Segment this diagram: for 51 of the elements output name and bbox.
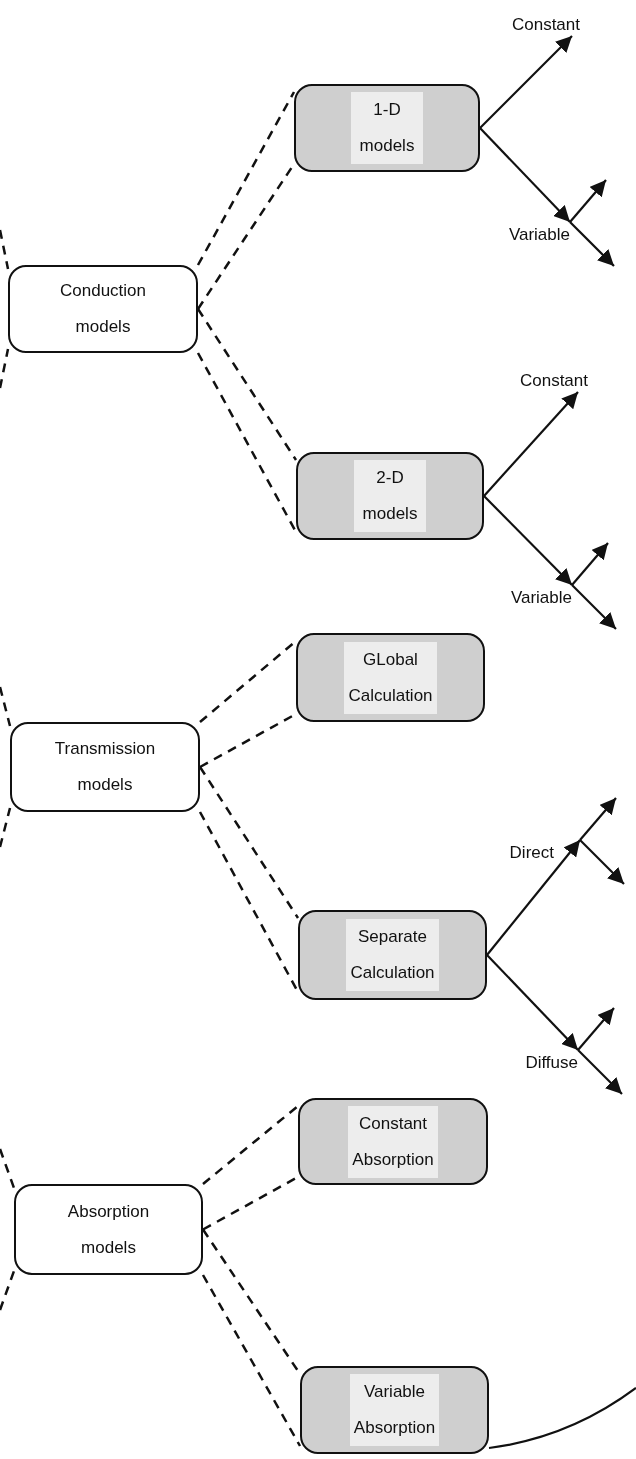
box-text: Absorption models	[67, 1200, 150, 1259]
category-box	[10, 722, 200, 812]
dashed-connector	[196, 91, 296, 266]
category-box	[14, 1184, 203, 1275]
arrow	[486, 839, 581, 956]
arrow	[479, 127, 571, 223]
branch-label: Constant	[511, 15, 580, 33]
arrow	[483, 495, 573, 586]
dashed-connector	[0, 1148, 16, 1189]
arrow	[571, 584, 617, 630]
dashed-connector	[198, 766, 300, 919]
model-box	[298, 1098, 488, 1185]
arrow	[486, 954, 579, 1051]
model-box	[298, 910, 487, 1000]
branch-label: Constant	[519, 371, 588, 389]
dashed-connector	[196, 352, 298, 533]
model-box	[296, 633, 485, 722]
dashed-connector	[0, 807, 12, 848]
box-text: Conduction models	[60, 280, 146, 338]
box-text: Transmission models	[54, 738, 156, 796]
arrow	[579, 797, 617, 841]
arrow	[571, 542, 609, 586]
box-text: 2-D models	[354, 460, 426, 532]
branch-label: Variable	[510, 588, 572, 606]
dashed-connector	[0, 348, 10, 389]
dashed-connector	[0, 1270, 16, 1311]
box-text: Constant Absorption	[348, 1105, 438, 1178]
arrow	[577, 1007, 615, 1051]
curved-line	[488, 1387, 636, 1450]
model-box	[296, 452, 484, 540]
arrow	[579, 839, 625, 885]
arrow	[569, 221, 615, 267]
arrow	[483, 391, 579, 497]
arrow	[479, 35, 573, 129]
branch-label: Variable	[508, 225, 570, 243]
dashed-connector	[196, 308, 298, 461]
dashed-connector	[0, 229, 10, 270]
box-text: GLobal Calculation	[344, 641, 437, 714]
branch-label: Diffuse	[525, 1053, 578, 1071]
model-box	[300, 1366, 489, 1454]
dashed-connector	[201, 1274, 302, 1447]
box-text: Separate Calculation	[346, 919, 439, 991]
box-text: Variable Absorption	[349, 1374, 440, 1446]
model-box	[294, 84, 480, 172]
dashed-connector	[202, 1105, 299, 1185]
branch-label: Direct	[509, 843, 554, 861]
arrow	[569, 179, 607, 223]
box-text: 1-D models	[351, 92, 423, 164]
dashed-connector	[0, 686, 12, 727]
category-box	[8, 265, 198, 353]
arrow	[577, 1049, 623, 1095]
